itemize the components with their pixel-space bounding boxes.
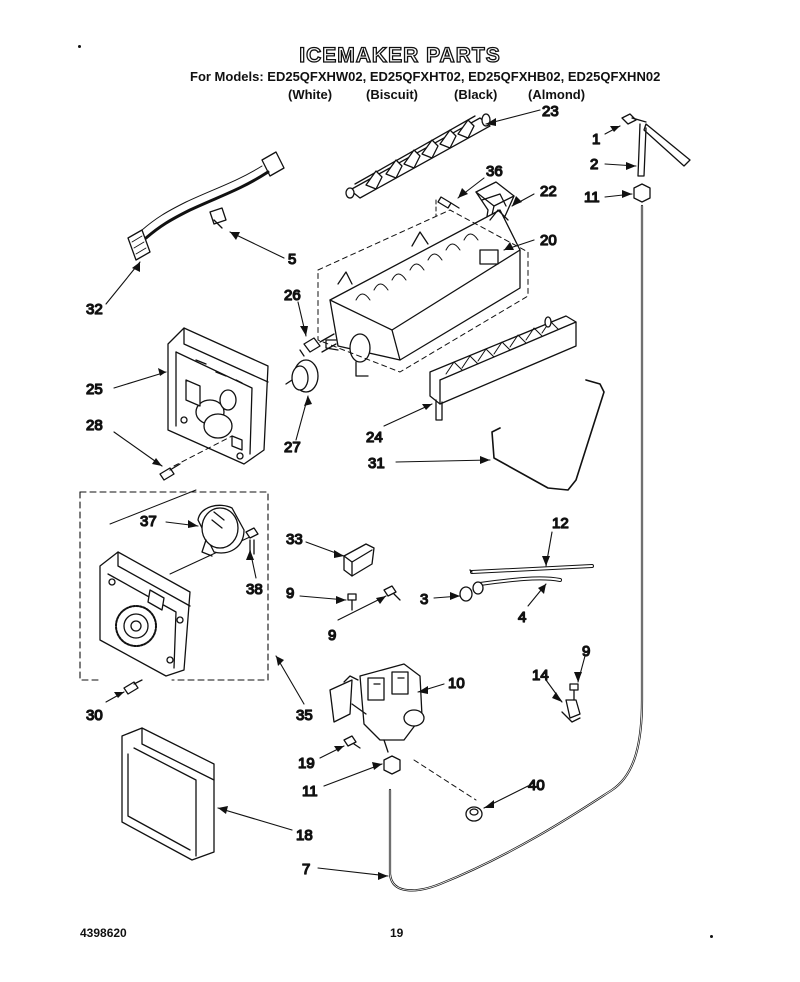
callout-14: 14	[532, 667, 549, 684]
callout-35: 35	[296, 707, 313, 724]
part-18-insulation	[121, 727, 215, 861]
part-30-screw	[123, 679, 143, 695]
part-4-tube	[478, 576, 562, 586]
callout-9-b: 9	[328, 627, 336, 644]
callout-28: 28	[86, 417, 103, 434]
callout-36: 36	[486, 163, 503, 180]
part-10-water-valve	[329, 663, 425, 753]
callout-33: 33	[286, 531, 303, 548]
callout-24: 24	[366, 429, 383, 446]
part-20-mold	[325, 209, 521, 377]
part-31-wire-arm	[491, 379, 605, 491]
page-number: 19	[390, 926, 404, 940]
part-26-clip	[299, 333, 337, 357]
leader-arrowheads	[114, 118, 636, 880]
callout-26: 26	[284, 287, 301, 304]
part-9-screw-b	[383, 585, 401, 601]
callout-38: 38	[246, 581, 263, 598]
part-40-nut	[465, 806, 483, 822]
callout-labels: 23 1 2 11 36 22 20 5 26 32 25 28 24 27 3…	[85, 102, 601, 878]
part-24-housing	[429, 315, 577, 421]
part-27-thermostat	[285, 359, 319, 393]
part-11-nut-top	[633, 183, 651, 203]
callout-10: 10	[448, 675, 465, 692]
callout-30: 30	[86, 707, 103, 724]
doc-number: 4398620	[80, 926, 127, 940]
color-black: (Black)	[454, 87, 498, 102]
callout-25: 25	[86, 381, 103, 398]
page-title: ICEMAKER PARTS	[299, 43, 501, 67]
leader-lines	[105, 109, 637, 877]
color-biscuit: (Biscuit)	[366, 87, 418, 102]
callout-5: 5	[288, 251, 296, 268]
callout-4: 4	[518, 609, 526, 626]
part-23-ejector	[345, 113, 491, 199]
part-38-screw	[245, 527, 259, 555]
part-25-cover	[167, 327, 269, 465]
callout-9-a: 9	[286, 585, 294, 602]
callout-37: 37	[140, 513, 157, 530]
part-37-motor	[197, 504, 245, 557]
callout-9-c: 9	[582, 643, 590, 660]
part-2-fill-tube-top	[637, 123, 691, 177]
part-9-screw-c	[569, 683, 579, 701]
part-3-nut	[459, 581, 484, 602]
part-35-gear-plate	[99, 551, 191, 677]
part-14-clamp	[561, 699, 581, 723]
color-almond: (Almond)	[528, 87, 586, 102]
callout-32: 32	[86, 301, 103, 318]
models-line: For Models: ED25QFXHW02, ED25QFXHT02, ED…	[190, 69, 661, 84]
callout-40: 40	[528, 777, 545, 794]
callout-2: 2	[590, 156, 598, 173]
part-36-screw	[437, 196, 460, 209]
callout-31: 31	[368, 455, 385, 472]
callout-22: 22	[540, 183, 557, 200]
callout-23: 23	[542, 103, 559, 120]
callout-1: 1	[592, 131, 600, 148]
part-33-bracket	[343, 543, 375, 577]
scan-speck-bottom-right	[710, 935, 713, 938]
color-white: (White)	[288, 87, 333, 102]
callout-18: 18	[296, 827, 313, 844]
callout-20: 20	[540, 232, 557, 249]
callout-3: 3	[420, 591, 428, 608]
part-9-screw-a	[347, 593, 357, 611]
callout-11-valve: 11	[302, 783, 318, 800]
part-1-screw	[621, 113, 647, 125]
callout-7: 7	[302, 861, 310, 878]
part-12-tube	[469, 564, 594, 574]
part-32-harness	[127, 151, 285, 261]
part-5-clip	[209, 207, 227, 229]
part-7-fill-tube	[388, 204, 644, 892]
part-11-nut-valve	[383, 755, 401, 775]
callout-11-top: 11	[584, 189, 600, 206]
callout-19: 19	[298, 755, 315, 772]
part-28-screw	[159, 463, 181, 481]
callout-12: 12	[552, 515, 569, 532]
callout-27: 27	[284, 439, 301, 456]
scan-speck-top-left	[78, 45, 81, 48]
part-19-screw	[343, 735, 361, 749]
